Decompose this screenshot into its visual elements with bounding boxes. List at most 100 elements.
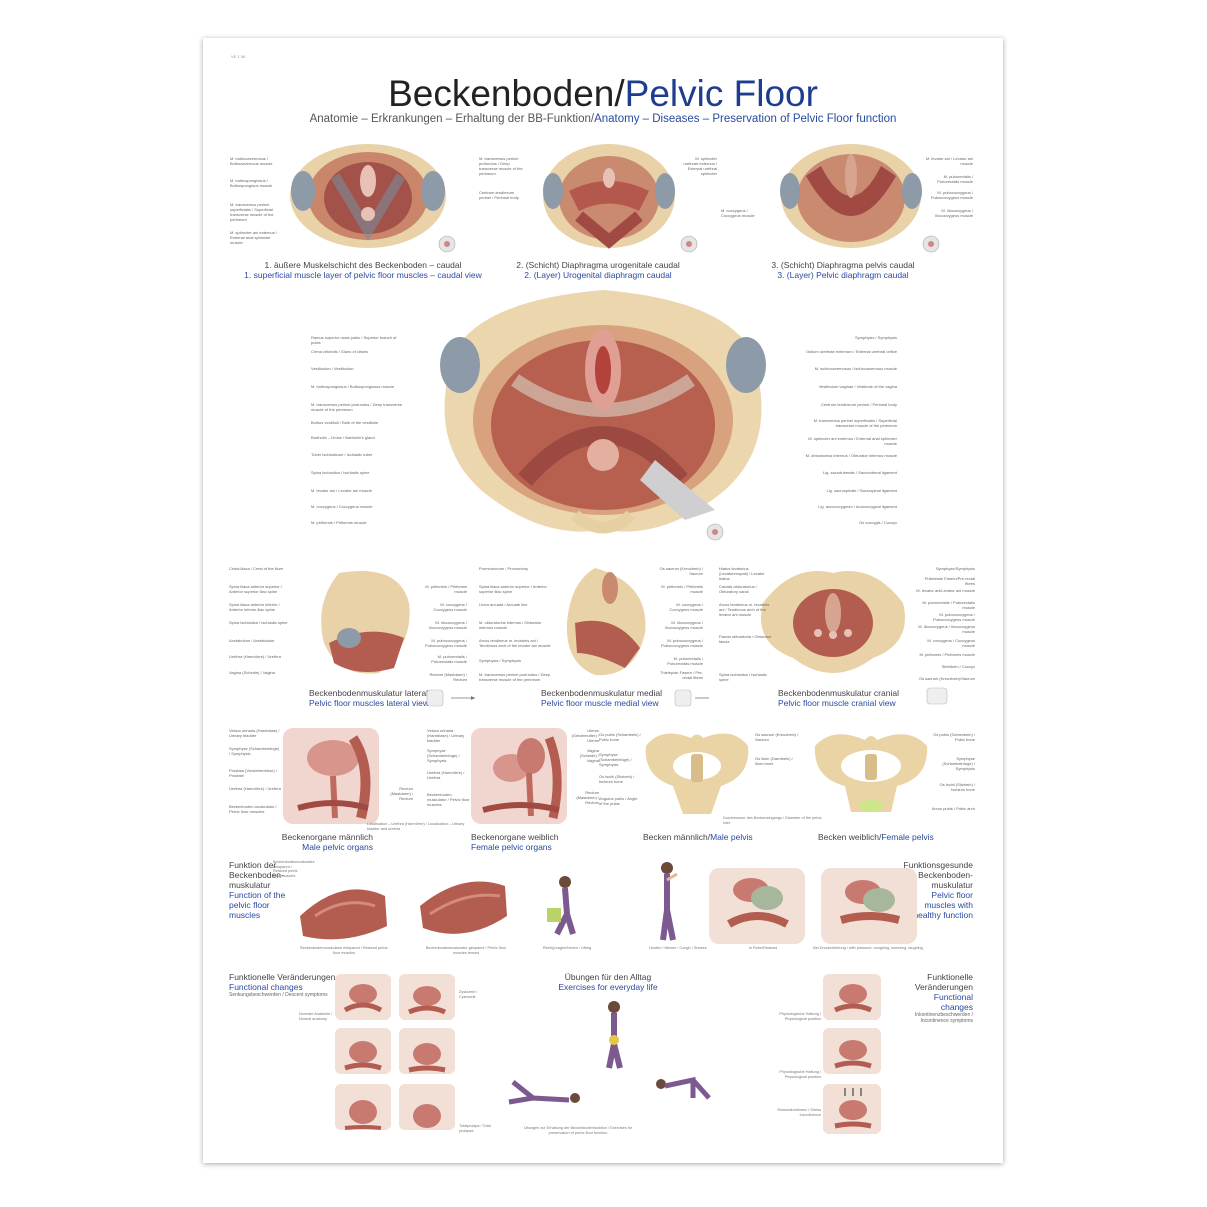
prolapse-stage-illustration [335, 974, 391, 1020]
male-pelvis-label: Symphyse (Schambeinfuge) / Symphysis [599, 752, 632, 767]
healthy-floor-rest-illustration [709, 868, 805, 944]
pelvis-illustration-caudal-layer-1 [290, 144, 446, 248]
male-pelvis-illustration [645, 733, 749, 814]
healthy-floor-pressure-illustration [821, 868, 917, 944]
poster-title: Beckenboden/Pelvic Floor [203, 74, 1003, 114]
cranial-label: Fascia obturatoria / Obturator fascia [719, 634, 772, 644]
prolapse-stage-illustration [399, 974, 455, 1020]
cranial-label: M. levator ani/Levator ani muscle [916, 588, 975, 593]
medial-label: Spina iliaca anterior superior / Anterio… [479, 584, 547, 594]
cranial-label: Os sacrum (Kreuzbein)/Sacrum [918, 676, 975, 681]
subtitle-de: Anatomie – Erkrankungen – Erhaltung der … [309, 113, 595, 125]
function-note: Beckenbodenmuskulatur gespannt / Pelvic … [425, 946, 507, 955]
orientation-icon [426, 689, 475, 707]
center-left-label: Spina ischiadica / Ischiadic spine [311, 470, 370, 475]
incontinence-note: Stressinkontinenz / Stress incontinence [777, 1108, 821, 1117]
pelvis-illustration-cranial [761, 571, 905, 673]
lateral-label: M. puborectalis / Puborectalis muscle [431, 654, 467, 664]
male-organ-label: Urethra (Harnröhre) / Urethra [229, 786, 281, 791]
center-left-label: M. bulbospongiosus / Bulbospongiosus mus… [311, 384, 395, 389]
cranial-label: Steißbein / Coccyx [941, 664, 975, 669]
view-3-label: M. levator ani / Levator ani muscle [925, 156, 973, 166]
function-note: Richtig tragen/heben / Lifting [542, 946, 592, 950]
male-pelvis-note: Durchmesser des Beckeneingangs / Diamete… [723, 816, 822, 825]
medial-label: M. piriformis / Piriformis muscle [661, 584, 703, 594]
function-note: In Ruhe/Relaxed [748, 946, 778, 950]
lateral-label: M. pubococcygeus / Pubococcygeus muscle [424, 638, 467, 648]
orientation-icon [438, 235, 456, 253]
center-left-label: M. levator ani / Levator ani muscle [311, 488, 372, 493]
pelvis-illustration-caudal-layer-3 [780, 144, 922, 248]
female-organ-label: Urethra (Harnröhre) / Urethra [427, 770, 465, 780]
center-right-label: M. ischiocavernosus / Ischiocavernous mu… [814, 366, 897, 371]
function-note: Bei Druckerhöhung / with pressure: cough… [813, 946, 923, 950]
female-organ-label: Uterus (Gebärmutter) / Uterus [571, 728, 599, 743]
female-pelvic-organs-illustration [471, 728, 567, 824]
male-organ-label: Beckenboden-muskulatur / Pelvic floor mu… [229, 804, 277, 814]
female-pelvis-label: Symphyse (Schambeinfuge) / Symphysis [942, 756, 975, 771]
cranial-label: Symphyse/Symphysis [935, 566, 975, 571]
pelvis-illustration-medial [566, 568, 646, 676]
female-pelvis-label: Os ischii (Sitzbein) / Ischium bone [939, 782, 975, 792]
prolapse-note: Totalprolaps / Total prolapse [459, 1124, 491, 1133]
tensed-muscle-illustration [420, 881, 507, 934]
title-de: Beckenboden/ [388, 73, 625, 114]
center-right-label: Centrum tendineum perinei / Perineal bod… [820, 402, 897, 407]
lateral-label: M. coccygeus / Coccygeus muscle [433, 602, 467, 612]
lateral-label: Spina iliaca anterior superior / Anterio… [229, 584, 282, 594]
male-organ-note: Lokalisation – Urethra (Harnröhre) / Loc… [367, 822, 465, 831]
center-right-label: Lig. anococcygeum / Anococcygeal ligamen… [818, 504, 897, 509]
center-left-label: Bulbus vestibuli / Bulb of the vestibule [311, 420, 379, 425]
view-3-label: M. iliococcygeus / Iliococcygeus muscle [935, 208, 973, 218]
medial-label: M. obturatorius internus / Obturator int… [479, 620, 542, 630]
prolapse-stage-illustration [399, 1028, 455, 1074]
female-organ-label: Symphyse (Schambeinfuge) / Symphysis [427, 748, 460, 763]
center-left-label: Bartholin – Drüse / Bartholin's gland [311, 435, 375, 440]
male-organ-label: Prostata (Vorsteherdrüse) / Prostate [229, 768, 278, 778]
female-organ-label: Vesica urinaria (Harnblase) / Urinary bl… [427, 728, 465, 743]
medial-label: M. coccygeus / Coccygeus muscle [669, 602, 703, 612]
female-pelvis-illustration [814, 734, 928, 812]
poster-code: VE 1 56 [231, 54, 246, 59]
center-left-label: Crena clitoridis / Glans of clitoris [311, 349, 369, 354]
female-pelvis-label: Os pubis (Schambein) / Pubic bone [933, 732, 975, 742]
view-2-label: M. transversus perinei profundus / Deep … [479, 156, 523, 176]
relaxed-muscle-illustration [300, 889, 387, 940]
view-1-label: M. bulbocavernosus / Bulbocavernous musc… [230, 156, 273, 166]
view-1-label: M. bulbospongiosus / Bulbospongious musc… [230, 178, 273, 188]
medial-label: Linea arcuata / Arcuate line [479, 602, 528, 607]
incontinence-note: Physiologische Haltung / Physiological p… [779, 1070, 821, 1079]
medial-label: Promontorium / Promontory [479, 566, 529, 571]
orientation-icon [680, 235, 698, 253]
prolapse-stage-illustration [335, 1084, 391, 1130]
medial-label: Symphysis / Symphysis [479, 658, 522, 663]
cranial-label: M. pubococcygeus / Pubococcygeus muscle [932, 612, 975, 622]
view-2-label: Centrum tendineum perinei / Perineal bod… [479, 190, 519, 200]
cranial-label: M. coccygeus / Coccygeus muscle [927, 638, 975, 648]
orientation-icon [706, 523, 724, 541]
orientation-icon [922, 235, 940, 253]
incontinence-stage-illustration [823, 1084, 881, 1134]
lateral-label: Crista iliaca / Crest of the ilium [229, 566, 284, 571]
medial-label: M. iliococcygeus / Iliococcygeus muscle [665, 620, 703, 630]
cranial-label: Spina ischiadica / Ischiadic spine [719, 672, 767, 682]
male-pelvis-label: Os ilium (Darmbein) / Ilium bone [755, 756, 793, 766]
cranial-label: M. piriformis / Piriformis muscle [919, 652, 975, 657]
lying-exercise-figure [508, 1080, 580, 1105]
kneeling-exercise-figure [656, 1076, 711, 1100]
lateral-label: Spina ischiadica / Ischiadic spine [229, 620, 288, 625]
center-right-label: Lig. sacrospinale / Sacrospinal ligament [826, 488, 897, 493]
poster-subtitle: Anatomie – Erkrankungen – Erhaltung der … [203, 113, 1003, 125]
incontinence-note: Physiologische Haltung / Physiological p… [779, 1012, 821, 1021]
view-3-label: M. puborectalis / Puborectalis muscle [937, 174, 973, 184]
center-right-label: M. transversus perinei superficialis / S… [813, 418, 897, 428]
center-right-label: Vestibulum vaginae / Vestibule of the va… [818, 384, 897, 389]
prolapse-note: Zystozele / Cystocele [459, 990, 478, 999]
medial-label: Thieleplan Fasern / Pre-rectal fibres [660, 670, 703, 680]
male-pelvis-label: Os pubis (Schambein) / Pubic bone [599, 732, 641, 742]
